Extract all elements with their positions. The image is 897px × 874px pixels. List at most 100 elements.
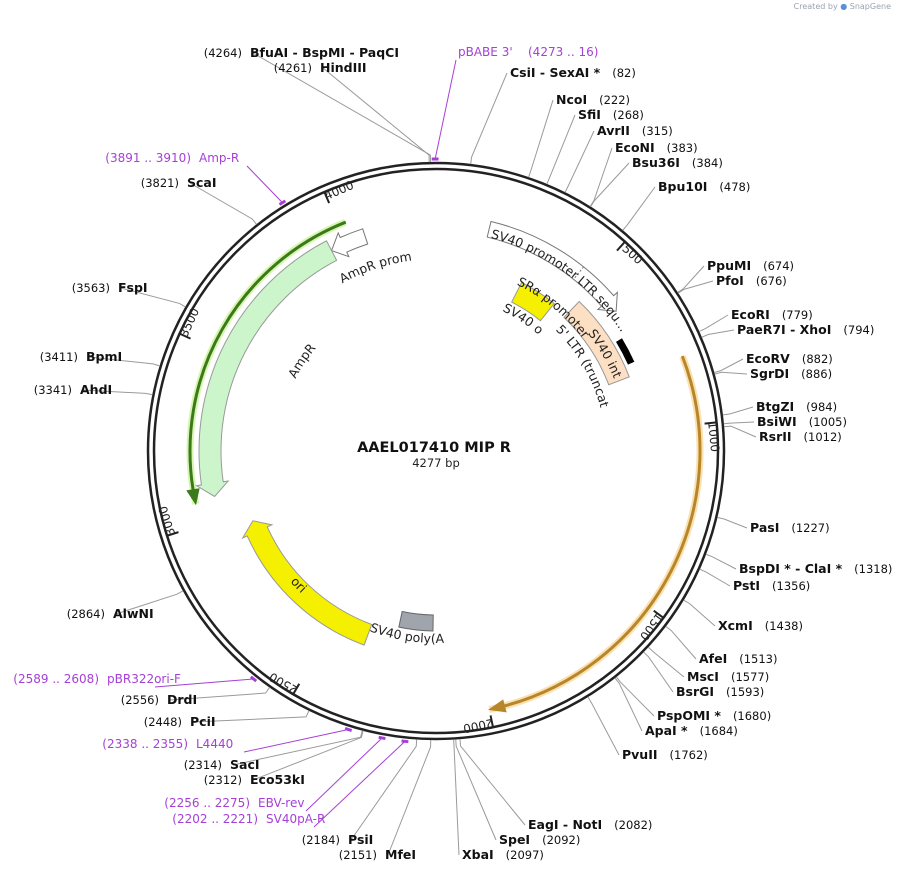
snapgene-credit: Created by ● SnapGene [794,2,891,11]
site-xbai-pos: (2097) [506,848,544,862]
primer-leader-amp-r [246,165,283,203]
ampr-arrow [195,240,338,498]
site-ecori-pos: (779) [782,308,813,322]
site-ahdi: AhdI [80,382,112,397]
site-eco53ki: Eco53kI [250,772,305,787]
primer-mark-sv40pa-r [401,739,409,744]
site-sgrdi-pos: (886) [801,367,832,381]
site-ncoi: NcoI [556,92,587,107]
site-drdi: DrdI [167,692,197,707]
leader-apai [614,677,643,732]
site-pspomi-pos: (1680) [733,709,771,723]
plasmid-name: AAEL017410 MIP R [357,440,511,456]
sv40-ori-band [510,281,555,322]
site-apai: ApaI * [645,723,688,738]
site-bpmi-pos: (3411) [40,350,78,364]
site-avrii-pos: (315) [642,124,673,138]
leader-scai [189,182,257,225]
site-pcii: PciI [190,714,216,729]
site-drdi-pos: (2556) [121,693,159,707]
site-bsu36i-pos: (384) [692,156,723,170]
leader-afei [665,625,697,660]
leader-sfii [546,114,576,185]
leader-pcii [192,710,310,723]
site-bpu10i-pos: (478) [719,180,750,194]
site-scai-pos: (3821) [141,176,179,190]
sv40-intron-band [616,338,635,365]
credit-prefix: Created by [793,2,838,11]
leader-rsrii [723,425,757,438]
site-labels: BfuAI - BspMI - PaqCI(4264)HindIII(4261)… [13,45,892,862]
leader-ecorv [713,358,744,373]
primer-pbr322ori-f: pBR322ori-F [107,672,181,686]
site-bsrgi-pos: (1593) [726,685,764,699]
site-psii-pos: (2184) [302,833,340,847]
tick-2000 [489,715,494,728]
leader-sgrdi [714,371,748,375]
site-sfii-pos: (268) [613,108,644,122]
backbone-outer-ring [146,161,726,741]
sv40-promoter-arrow [486,220,618,312]
site-msci-pos: (1577) [731,670,769,684]
tick-2500 [292,683,301,695]
site-pasi: PasI [750,520,779,535]
primer-sv40pa-r-range: (2202 .. 2221) [172,812,258,826]
feature-label-sv40-promoter: SV40 promoter [490,226,583,283]
primer-leader-pbr322ori-f [154,678,254,688]
tick-label-3500: 3500 [177,306,202,340]
site-bspdi: BspDI * - ClaI * [739,561,843,576]
leader-spei [455,739,497,841]
tick-3000 [166,531,179,537]
tick-label-500: 500 [619,242,645,268]
leader-pasi [717,516,748,529]
leader-pfoi [677,280,714,294]
site-xcmi-pos: (1438) [765,619,803,633]
primer-ebv-rev: EBV-rev [258,796,304,810]
site-pvuii-pos: (1762) [670,748,708,762]
site-apai-pos: (1684) [700,724,738,738]
site-bpmi: BpmI [86,349,122,364]
site-bsiwi: BsiWI [757,414,797,429]
tick-label-4000: 4000 [322,178,356,203]
site-avrii: AvrII [597,123,630,138]
snapgene-logo: ● [840,2,848,11]
site-fspi: FspI [118,280,148,295]
tick-1000 [704,421,717,425]
primer-mark-pbr322ori-f [249,675,258,683]
site-alwni-pos: (2864) [67,607,105,621]
backbone-inner-ring [152,167,720,735]
site-msci: MscI [687,669,719,684]
leader-xbai [453,739,460,856]
site-bspdi-pos: (1318) [854,562,892,576]
site-ncoi-pos: (222) [599,93,630,107]
site-xcmi: XcmI [718,618,753,633]
feature-labels: SV40 promoter LTR sequ... SRα promoter S… [0,0,631,646]
site-ecorv-pos: (882) [802,352,833,366]
leader-ahdi [82,389,153,396]
feature-arrows [186,219,704,714]
primer-l4440: L4440 [196,737,233,751]
site-ecorv: EcoRV [746,351,790,366]
site-paer7i: PaeR7I - XhoI [737,322,831,337]
primer-pbabe-3-range: (4273 .. 16) [528,45,598,59]
site-spei: SpeI [499,832,530,847]
leader-bspdi [705,553,737,570]
ampr-highlight-arrow [186,220,347,506]
credit-product: SnapGene [849,2,891,11]
site-rsrii-pos: (1012) [804,430,842,444]
sv40-polya-band [398,610,434,632]
leader-econi [589,147,613,207]
tick-3500 [179,332,191,340]
primer-leader-sv40pa-r [313,740,406,828]
leader-ncoi [528,99,554,178]
primer-sv40pa-r: SV40pA-R [266,812,325,826]
leader-paer7i [701,329,735,338]
primer-leader-l4440 [243,729,349,753]
site-paer7i-pos: (794) [843,323,874,337]
leader-xcmi [683,599,716,627]
site-ahdi-pos: (3341) [34,383,72,397]
site-spei-pos: (2092) [542,833,580,847]
leader-pspomi [615,676,655,717]
leader-bpmi [88,356,160,367]
